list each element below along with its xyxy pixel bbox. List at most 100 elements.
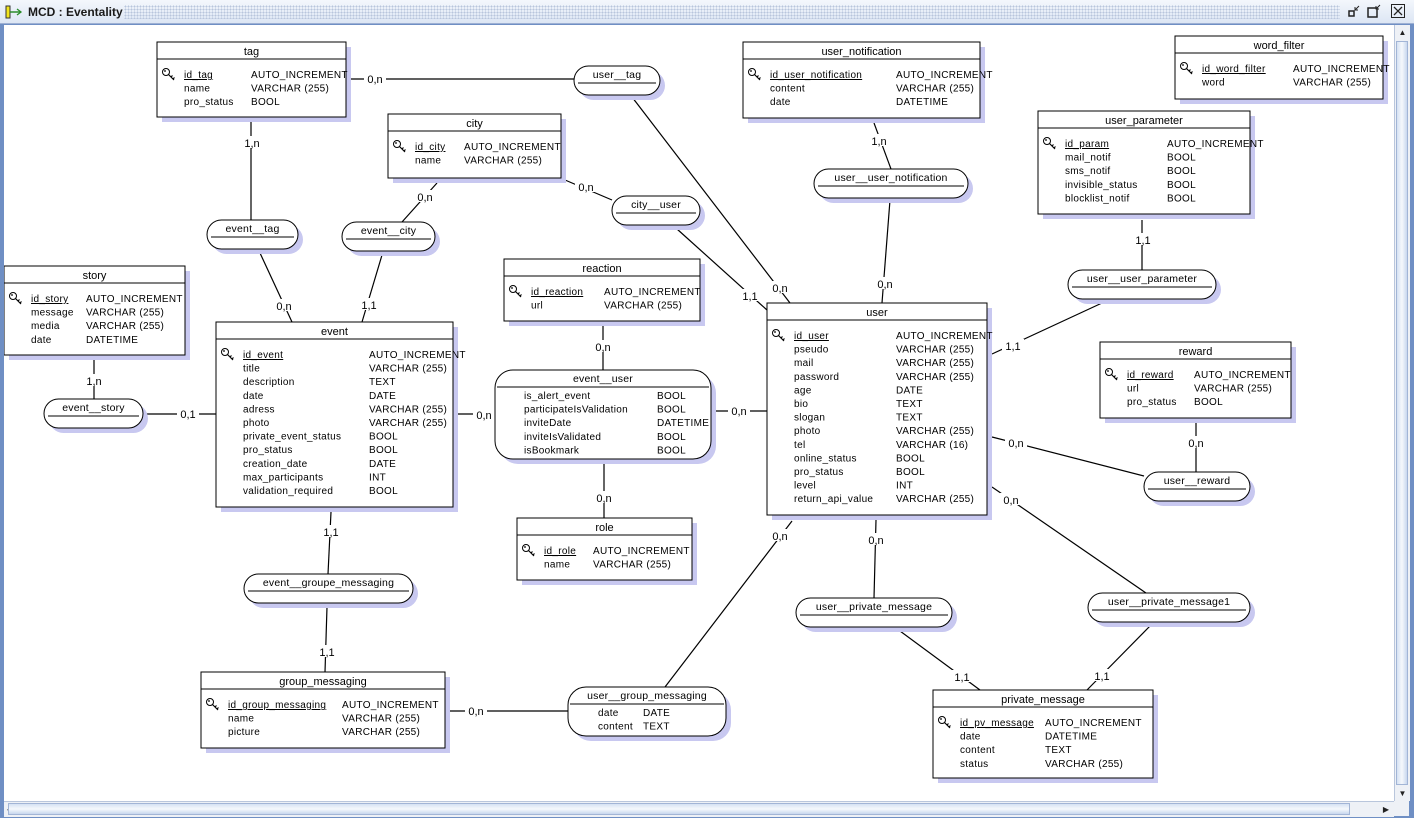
cardinality-label: 0,n <box>476 410 491 422</box>
relation-user__private_message1[interactable]: user__private_message1 <box>1087 592 1255 627</box>
cardinality-label: 1,1 <box>742 291 757 303</box>
link-event__tag-event[interactable]: 0,n <box>259 252 295 323</box>
link-user__private_message-private_message[interactable]: 1,1 <box>899 630 981 691</box>
relation-event__story[interactable]: event__story <box>43 398 148 433</box>
attribute-name: id_role <box>544 546 576 557</box>
link-event__groupe_messaging-group_messaging[interactable]: 1,1 <box>316 606 338 673</box>
attribute-name: id_city <box>415 142 445 153</box>
link-user__user_parameter-user[interactable]: 1,1 <box>991 302 1103 355</box>
relation-user__tag[interactable]: user__tag <box>573 65 665 100</box>
relation-city__user[interactable]: city__user <box>611 195 705 230</box>
entity-box <box>387 113 562 179</box>
entity-box <box>742 41 981 119</box>
maximize-button[interactable] <box>1366 3 1382 19</box>
attribute-name: name <box>415 156 441 167</box>
attribute-type: AUTO_INCREMENT <box>369 350 466 361</box>
attribute-name: tel <box>794 440 805 451</box>
entity-box <box>1174 35 1384 100</box>
link-user_parameter-user__user_parameter[interactable]: 1,1 <box>1132 220 1154 270</box>
relation-event__groupe_messaging[interactable]: event__groupe_messaging <box>243 573 418 608</box>
attribute-type: VARCHAR (255) <box>896 84 974 95</box>
cardinality-background <box>241 136 263 148</box>
entity-box <box>766 302 988 516</box>
attribute-name: picture <box>228 727 260 738</box>
close-button[interactable] <box>1390 3 1406 19</box>
attribute-type: VARCHAR (255) <box>342 714 420 725</box>
attribute-name: name <box>184 84 210 95</box>
link-user_notification-user__user_notification[interactable]: 1,n <box>868 122 892 170</box>
attribute-type: VARCHAR (255) <box>342 727 420 738</box>
relation-event__city[interactable]: event__city <box>341 221 440 256</box>
link-user-reward_rel[interactable]: 0,n <box>991 436 1145 477</box>
entity-box <box>4 265 186 356</box>
relation-box <box>813 168 969 199</box>
link-city-city__user[interactable]: 0,n <box>564 179 613 201</box>
link-reaction-event__user[interactable]: 0,n <box>592 326 614 370</box>
link-tag-event__tag[interactable]: 1,n <box>241 122 263 220</box>
link-user__tag-user[interactable]: 0,n <box>631 96 791 304</box>
attribute-type: BOOL <box>369 486 398 497</box>
link-line <box>361 254 383 323</box>
attribute-name: age <box>794 385 812 396</box>
attribute-type: BOOL <box>1167 193 1196 204</box>
link-reward-user__reward[interactable]: 0,n <box>1185 423 1207 472</box>
scroll-up-arrow-icon[interactable]: ▲ <box>1398 28 1407 37</box>
relation-event__tag[interactable]: event__tag <box>206 219 303 254</box>
attribute-name: pro_status <box>184 97 234 108</box>
link-story-event__story[interactable]: 1,n <box>83 360 105 399</box>
horizontal-scroll-thumb[interactable] <box>8 803 1350 815</box>
horizontal-scrollbar[interactable]: ◀ ▶ <box>4 801 1394 817</box>
link-group_messaging-user__group_messaging[interactable]: 0,n <box>450 704 568 718</box>
link-user-user__private_message1[interactable]: 0,n <box>991 486 1147 594</box>
attribute-name: id_tag <box>184 70 213 81</box>
vertical-scroll-thumb[interactable] <box>1396 41 1408 785</box>
link-event-event__groupe_messaging[interactable]: 1,1 <box>320 511 342 575</box>
scroll-right-arrow-icon[interactable]: ▶ <box>1382 805 1390 814</box>
link-event__user-user[interactable]: 0,n <box>711 404 767 418</box>
link-event__story-event[interactable]: 0,1 <box>143 407 216 421</box>
link-event__user-role[interactable]: 0,n <box>593 462 615 518</box>
cardinality-label: 1,1 <box>361 300 376 312</box>
cardinality-background <box>1132 233 1154 245</box>
link-event-event__user[interactable]: 0,n <box>453 408 495 422</box>
attribute-name: level <box>794 481 816 492</box>
link-tag-user__tag[interactable]: 0,n <box>346 72 574 86</box>
link-city-event__city[interactable]: 0,n <box>401 182 438 223</box>
minimize-button[interactable] <box>1346 3 1362 19</box>
attribute-type: BOOL <box>1167 153 1196 164</box>
relation-box <box>206 219 299 250</box>
link-event__city-event[interactable]: 1,1 <box>358 254 383 323</box>
scroll-down-arrow-icon[interactable]: ▼ <box>1398 789 1407 798</box>
entity-box <box>932 689 1154 779</box>
relation-user__user_parameter[interactable]: user__user_parameter <box>1067 269 1221 304</box>
link-user-user__private_message[interactable]: 0,n <box>865 519 887 599</box>
entity-name: user_notification <box>821 46 901 58</box>
relation-user__private_message[interactable]: user__private_message <box>795 597 957 632</box>
relation-name: user__private_message <box>816 601 932 613</box>
link-user__user_notification-user[interactable]: 0,n <box>874 199 896 304</box>
relation-user__user_notification[interactable]: user__user_notification <box>813 168 973 203</box>
link-user__group_messaging-user[interactable]: 0,n <box>664 520 793 688</box>
attribute-name: invisible_status <box>1065 180 1138 191</box>
vertical-scrollbar[interactable]: ▲ ▼ <box>1394 25 1410 801</box>
attribute-type: TEXT <box>896 413 923 424</box>
link-user__private_message1-private_message[interactable]: 1,1 <box>1086 625 1151 691</box>
relation-user__reward[interactable]: user__reward <box>1143 471 1255 506</box>
link-city__user-user[interactable]: 1,1 <box>676 228 768 311</box>
